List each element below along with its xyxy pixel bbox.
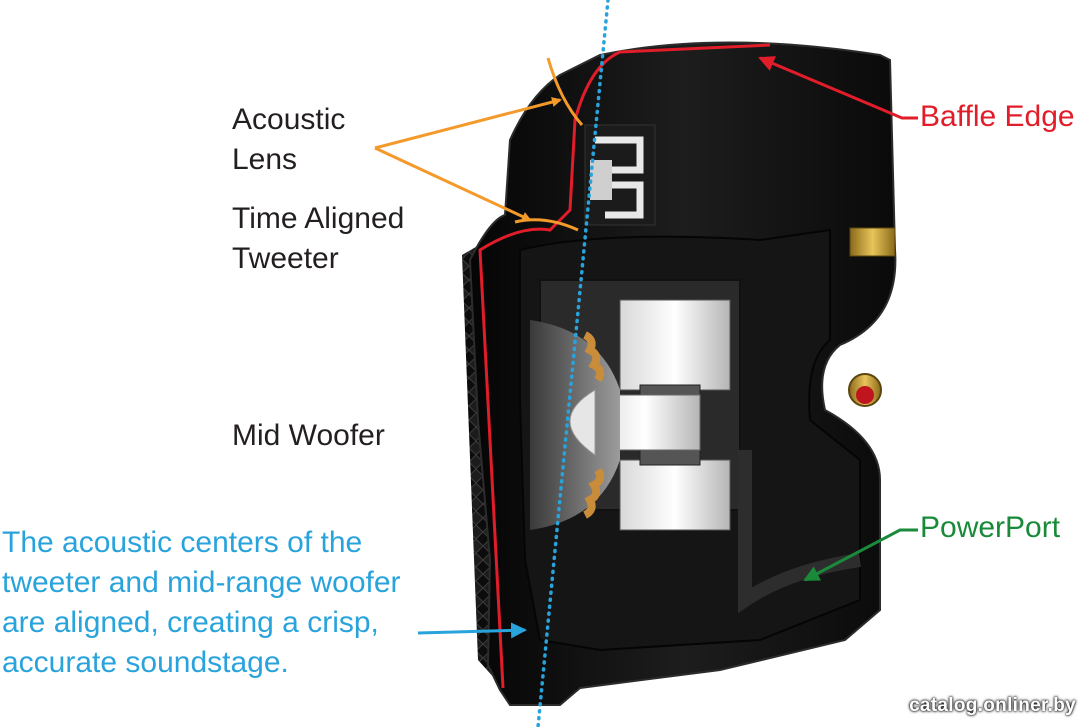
acoustic-center-line xyxy=(536,0,610,727)
acoustic-lens-curve xyxy=(546,57,584,126)
acoustic-centers-caption: The acoustic centers of the tweeter and … xyxy=(2,526,401,679)
magnet-plate-top xyxy=(619,299,731,391)
power-port-tube xyxy=(738,450,861,614)
acoustic-lens-label: Acoustic Lens xyxy=(232,103,346,176)
tweeter-alignment-curve xyxy=(514,218,579,232)
mid-woofer-label: Mid Woofer xyxy=(232,419,385,452)
time-aligned-tweeter-label: Time Aligned Tweeter xyxy=(232,202,405,275)
tweeter-magnet xyxy=(590,160,612,200)
baffle-edge-arrow xyxy=(758,56,918,120)
tweeter-diaphragm xyxy=(595,136,644,219)
powerport-label: PowerPort xyxy=(920,511,1061,544)
watermark: catalog.onliner.by xyxy=(909,695,1076,716)
woofer-dust-cap xyxy=(569,389,596,456)
magnet-plate-bottom xyxy=(619,459,731,531)
acoustic-lens-arrow-upper xyxy=(374,97,562,150)
spider-bottom xyxy=(582,467,605,519)
baffle-edge-label: Baffle Edge xyxy=(920,100,1075,133)
acoustic-centers-arrow xyxy=(417,622,527,639)
binding-post-red-ring xyxy=(856,386,874,404)
acoustic-lens-arrow-lower xyxy=(374,146,532,222)
rear-terminal-upper xyxy=(849,227,896,257)
powerport-arrow xyxy=(803,528,918,582)
baffle-edge-line xyxy=(478,43,771,689)
spider-top xyxy=(582,331,605,383)
